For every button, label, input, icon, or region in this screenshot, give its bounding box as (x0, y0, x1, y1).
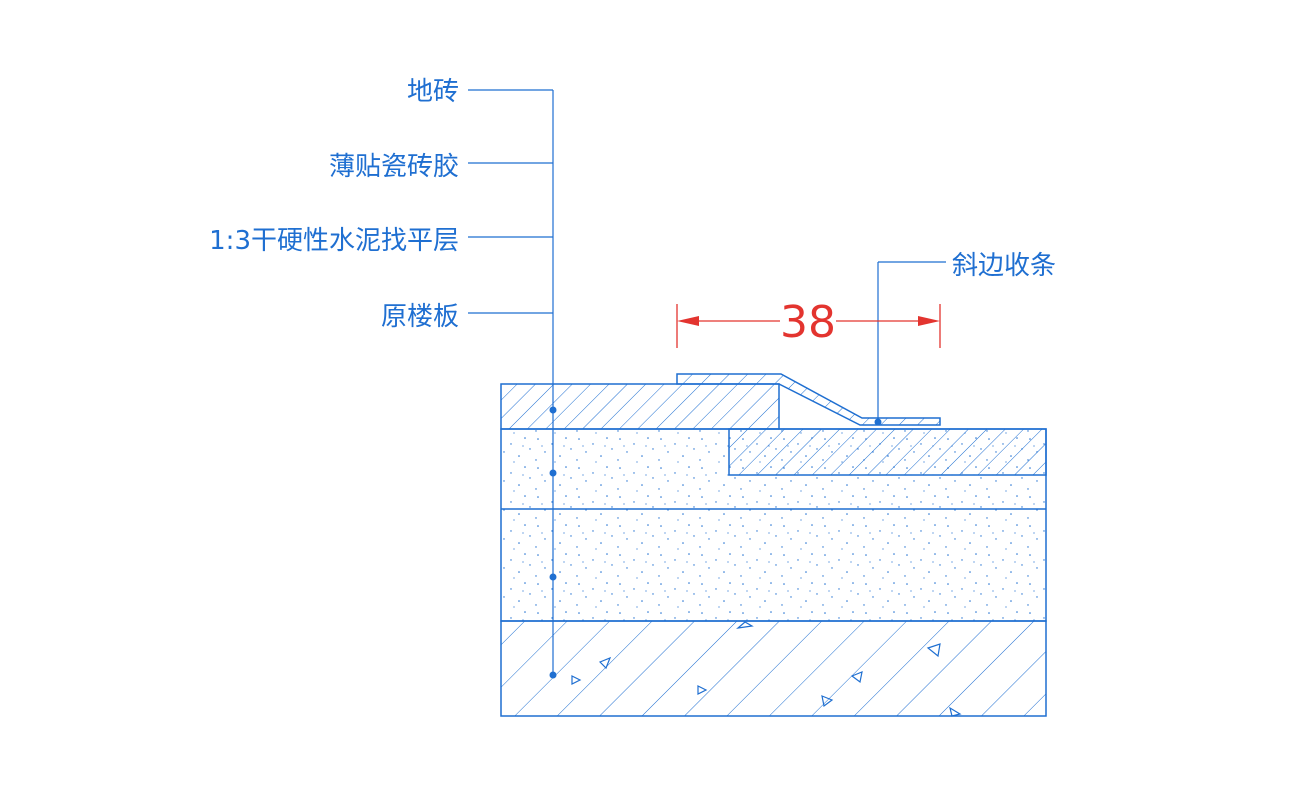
leader-dot-tile (549, 406, 557, 414)
trim-leader (877, 261, 946, 422)
label-adhesive: 薄贴瓷砖胶 (329, 152, 459, 182)
leader-dot-adhesive (549, 469, 557, 477)
dimension-line (676, 304, 941, 348)
dimension-arrow-right (918, 316, 940, 326)
floor-tile-layer (500, 383, 1047, 476)
floor-slab-layer (500, 620, 1047, 717)
label-tile: 地砖 (407, 77, 459, 107)
label-slab: 原楼板 (381, 302, 459, 332)
leader-dot-trim (874, 418, 882, 426)
leader-dot-screed (549, 573, 557, 581)
leader-dot-slab (549, 671, 557, 679)
label-trim: 斜边收条 (952, 251, 1056, 281)
dimension-value: 38 (780, 297, 836, 348)
bevel-trim-strip (676, 373, 941, 426)
dimension-arrow-left (677, 316, 699, 326)
label-screed: 1:3干硬性水泥找平层 (209, 226, 459, 256)
